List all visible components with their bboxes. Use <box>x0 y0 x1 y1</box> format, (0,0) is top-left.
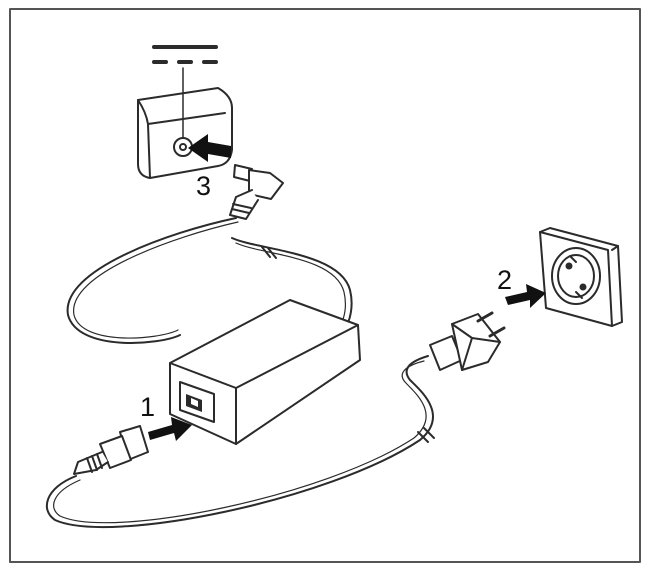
step-label-1: 1 <box>140 392 155 422</box>
dc-power-symbol-icon <box>152 45 218 64</box>
step-label-3: 3 <box>196 171 211 201</box>
arrow-right-icon <box>188 134 231 162</box>
ac-connector <box>73 425 149 475</box>
dc-output-cable <box>66 217 237 344</box>
power-adapter <box>169 299 361 445</box>
device-dc-jack <box>173 137 193 157</box>
arrow-right-icon <box>505 284 546 308</box>
diagram-frame <box>9 8 641 563</box>
device-rear-panel <box>137 67 233 179</box>
ac-mains-cable <box>45 355 434 529</box>
dc-angled-plug <box>229 164 284 220</box>
wall-socket <box>539 227 623 327</box>
arrow-right-icon <box>148 417 192 441</box>
euro-mains-plug <box>429 311 506 371</box>
step-label-2: 2 <box>497 265 512 295</box>
